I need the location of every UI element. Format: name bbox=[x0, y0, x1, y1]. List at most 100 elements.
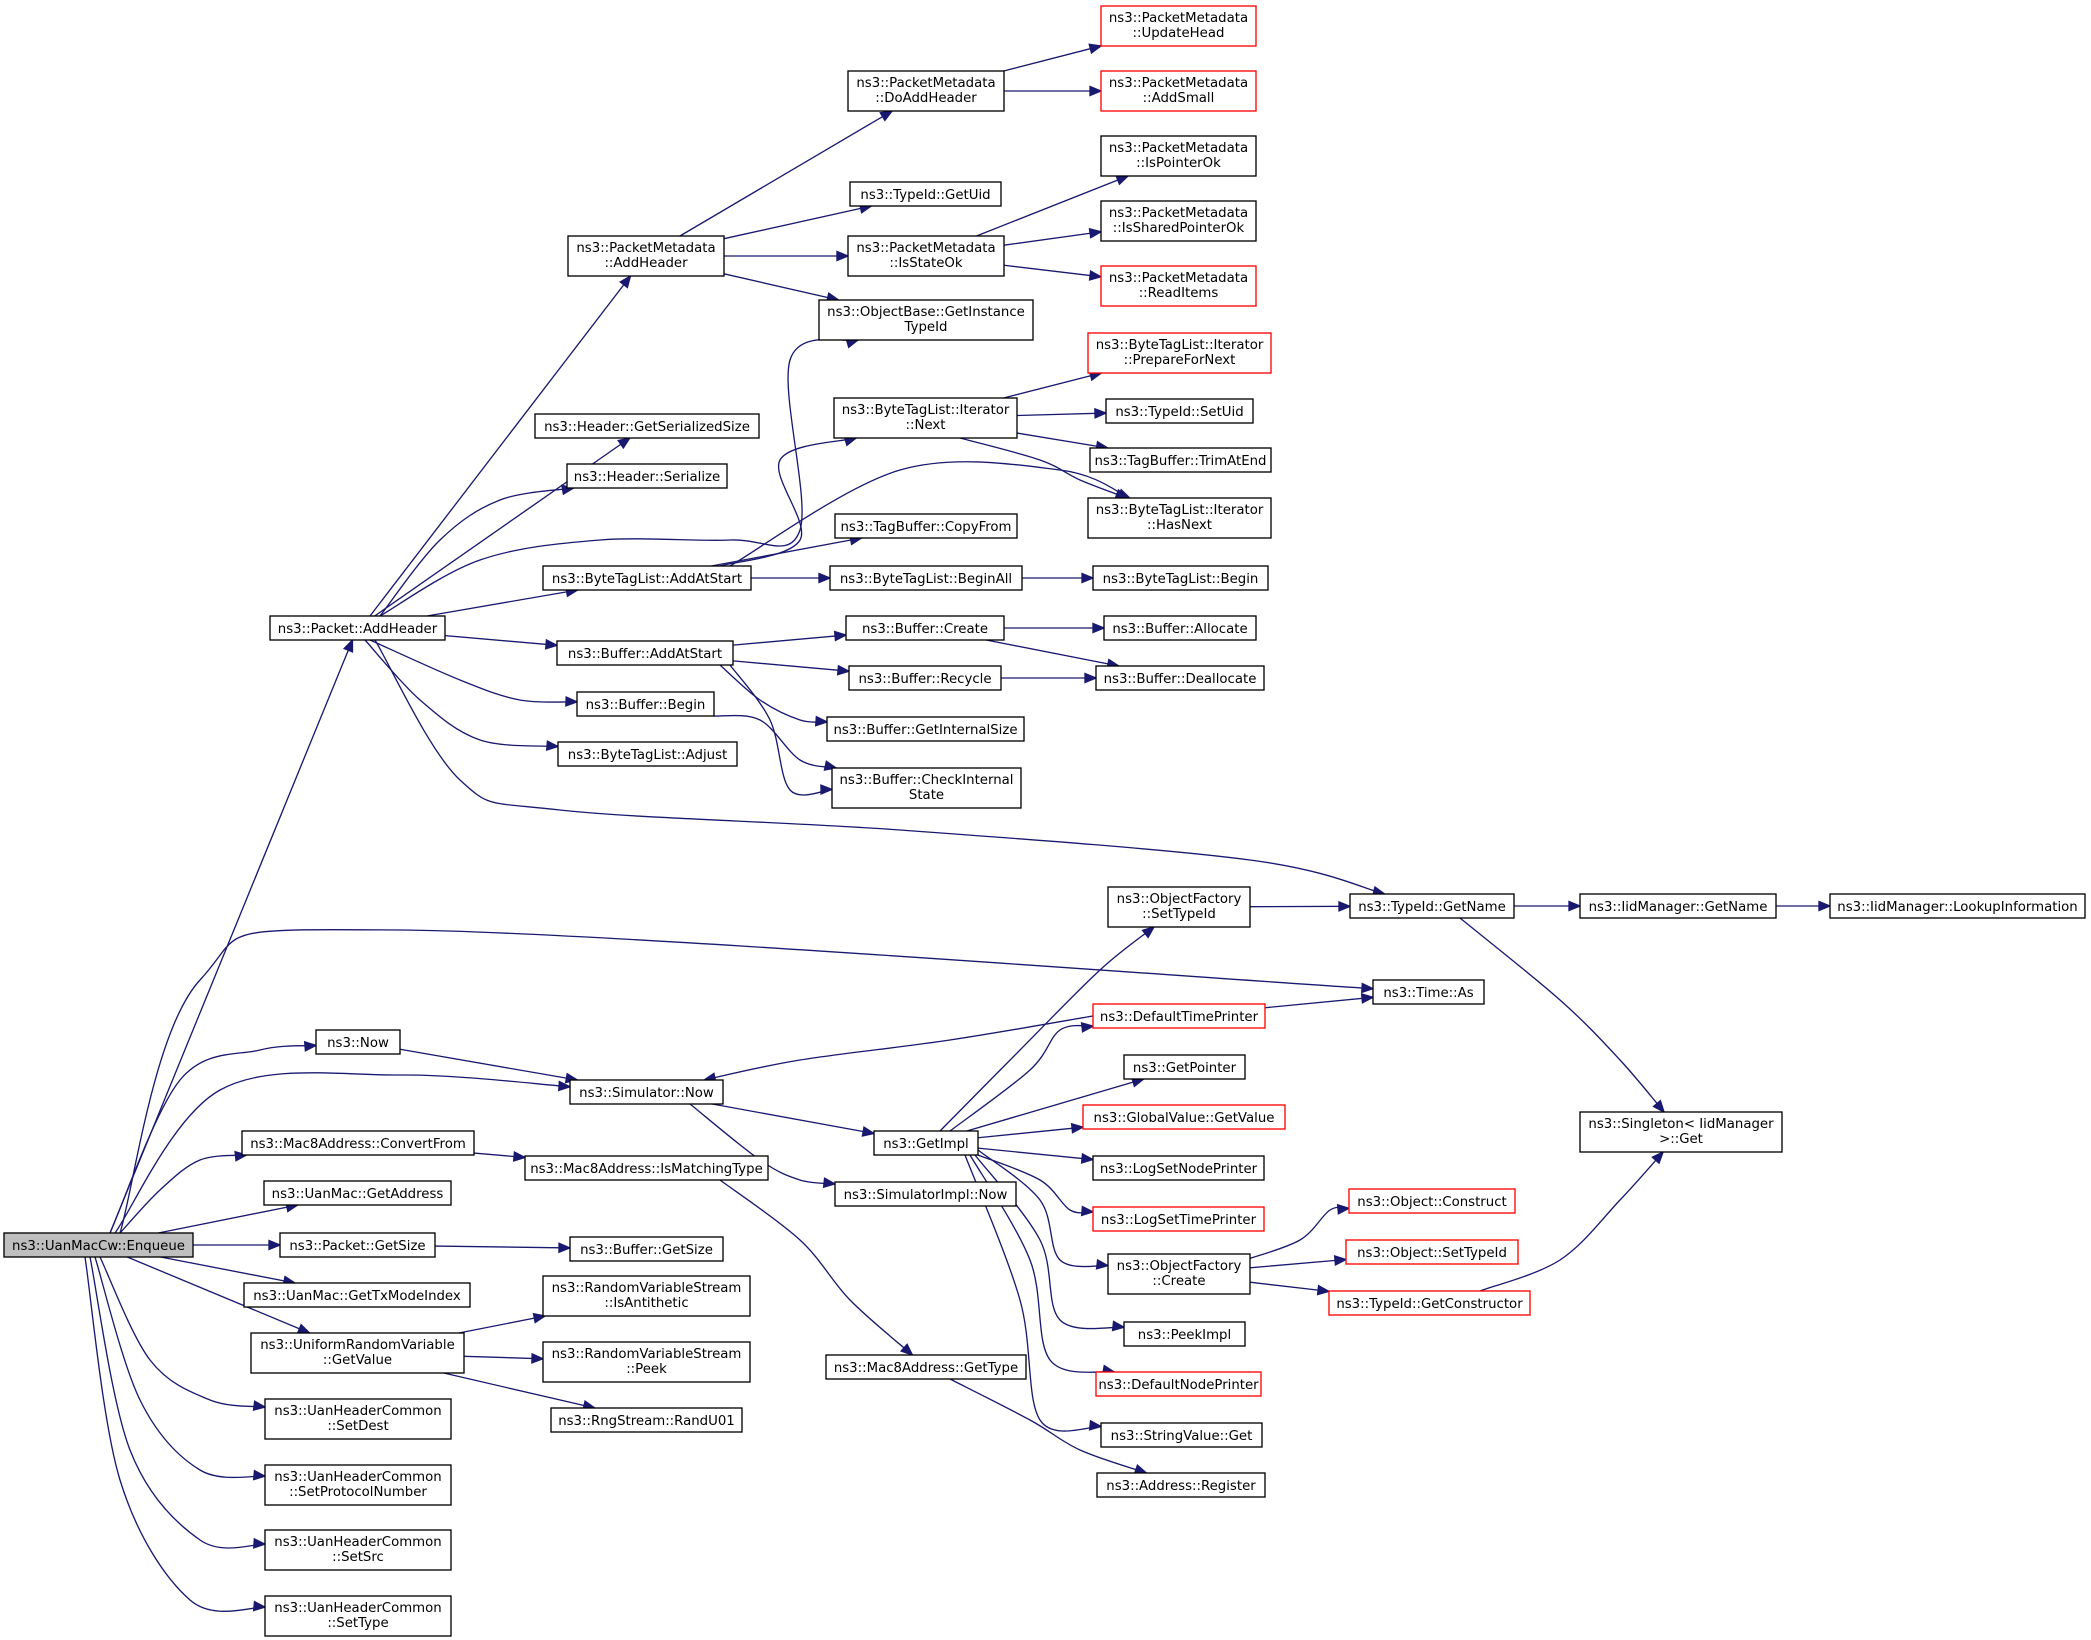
node-label: ns3::Header::Serialize bbox=[574, 470, 720, 485]
node-btl-beginall[interactable]: ns3::ByteTagList::BeginAll bbox=[829, 565, 1023, 591]
node-uanmac-gettxmodeindex[interactable]: ns3::UanMac::GetTxModeIndex bbox=[243, 1282, 471, 1308]
node-pm-isstateok[interactable]: ns3::PacketMetadata::IsStateOk bbox=[847, 235, 1005, 277]
node-btli-next[interactable]: ns3::ByteTagList::Iterator::Next bbox=[833, 397, 1018, 439]
node-address-register[interactable]: ns3::Address::Register bbox=[1096, 1472, 1266, 1498]
arrow-head bbox=[1360, 992, 1375, 1004]
node-pm-updatehead[interactable]: ns3::PacketMetadata::UpdateHead bbox=[1100, 5, 1257, 47]
node-typeid-getname[interactable]: ns3::TypeId::GetName bbox=[1349, 893, 1515, 919]
node-box bbox=[279, 1232, 436, 1258]
node-typeid-getuid[interactable]: ns3::TypeId::GetUid bbox=[849, 181, 1002, 207]
node-getimpl[interactable]: ns3::GetImpl bbox=[873, 1130, 979, 1156]
node-label: ns3::RandomVariableStream bbox=[552, 1281, 742, 1296]
node-uhc-settype[interactable]: ns3::UanHeaderCommon::SetType bbox=[264, 1595, 452, 1637]
node-time-as[interactable]: ns3::Time::As bbox=[1372, 979, 1485, 1005]
node-box bbox=[1829, 893, 2086, 919]
node-box bbox=[1123, 1054, 1246, 1080]
arrow-head bbox=[1084, 672, 1098, 684]
node-getpointer[interactable]: ns3::GetPointer bbox=[1123, 1054, 1246, 1080]
node-btl-begin[interactable]: ns3::ByteTagList::Begin bbox=[1092, 565, 1269, 591]
node-btl-adjust[interactable]: ns3::ByteTagList::Adjust bbox=[557, 741, 738, 767]
node-singleton-get[interactable]: ns3::Singleton< IidManager >::Get bbox=[1579, 1111, 1783, 1153]
node-label: ns3::Buffer::CheckInternal bbox=[839, 773, 1013, 788]
arrow-head bbox=[1316, 1284, 1331, 1296]
node-header-getserializedsize[interactable]: ns3::Header::GetSerializedSize bbox=[534, 413, 760, 439]
node-iidmanager-getname[interactable]: ns3::IidManager::GetName bbox=[1579, 893, 1777, 919]
arrow-head bbox=[1094, 407, 1108, 419]
node-simulatorimpl-now[interactable]: ns3::SimulatorImpl::Now bbox=[834, 1181, 1017, 1207]
node-mac8-ismatchingtype[interactable]: ns3::Mac8Address::IsMatchingType bbox=[524, 1155, 769, 1181]
arrow-head bbox=[814, 715, 829, 727]
node-pm-ispointerok[interactable]: ns3::PacketMetadata::IsPointerOk bbox=[1100, 135, 1257, 177]
node-pm-addsmall[interactable]: ns3::PacketMetadata::AddSmall bbox=[1100, 70, 1257, 112]
edge-mac8_ismatchingtype-to-mac8_gettype bbox=[719, 1179, 914, 1357]
node-object-construct[interactable]: ns3::Object::Construct bbox=[1348, 1188, 1516, 1214]
node-buffer-begin[interactable]: ns3::Buffer::Begin bbox=[576, 691, 715, 717]
node-buffer-create[interactable]: ns3::Buffer::Create bbox=[845, 615, 1005, 641]
node-mac8-convertfrom[interactable]: ns3::Mac8Address::ConvertFrom bbox=[241, 1130, 475, 1156]
node-pkt-addheader[interactable]: ns3::Packet::AddHeader bbox=[269, 615, 446, 641]
node-label: ::IsStateOk bbox=[889, 256, 962, 271]
edge-pm_isstateok-to-pm_issharedpointerok bbox=[1003, 227, 1103, 246]
node-buffer-deallocate[interactable]: ns3::Buffer::Deallocate bbox=[1095, 665, 1265, 691]
node-defaultnodeprinter[interactable]: ns3::DefaultNodePrinter bbox=[1095, 1371, 1262, 1397]
node-pm-doaddheader[interactable]: ns3::PacketMetadata::DoAddHeader bbox=[847, 70, 1005, 112]
node-stringvalue-get[interactable]: ns3::StringValue::Get bbox=[1100, 1422, 1263, 1448]
node-typeid-getconstructor[interactable]: ns3::TypeId::GetConstructor bbox=[1328, 1290, 1531, 1316]
node-globalvalue-getvalue[interactable]: ns3::GlobalValue::GetValue bbox=[1082, 1104, 1286, 1130]
node-label: ns3::UanHeaderCommon bbox=[274, 1601, 441, 1616]
node-of-settypeid[interactable]: ns3::ObjectFactory::SetTypeId bbox=[1107, 886, 1251, 928]
node-pm-readitems[interactable]: ns3::PacketMetadata::ReadItems bbox=[1100, 265, 1257, 307]
node-buffer-recycle[interactable]: ns3::Buffer::Recycle bbox=[848, 665, 1002, 691]
arrow-head bbox=[557, 1080, 572, 1092]
node-packet-getsize[interactable]: ns3::Packet::GetSize bbox=[279, 1232, 436, 1258]
node-btl-addatstart[interactable]: ns3::ByteTagList::AddAtStart bbox=[542, 565, 752, 591]
node-label: ns3::PacketMetadata bbox=[1109, 271, 1248, 286]
node-label: ::DoAddHeader bbox=[875, 91, 977, 106]
node-rngstream-randu01[interactable]: ns3::RngStream::RandU01 bbox=[550, 1407, 743, 1433]
node-logsetnodeprinter[interactable]: ns3::LogSetNodePrinter bbox=[1092, 1155, 1265, 1181]
node-logsettimeprinter[interactable]: ns3::LogSetTimePrinter bbox=[1092, 1206, 1265, 1232]
node-object-settypeid[interactable]: ns3::Object::SetTypeId bbox=[1345, 1239, 1519, 1265]
node-buffer-allocate[interactable]: ns3::Buffer::Allocate bbox=[1103, 615, 1257, 641]
node-box bbox=[1095, 1371, 1262, 1397]
node-rvs-isantithetic[interactable]: ns3::RandomVariableStream::IsAntithetic bbox=[542, 1275, 751, 1317]
node-pm-issharedpointerok[interactable]: ns3::PacketMetadata::IsSharedPointerOk bbox=[1100, 200, 1257, 242]
node-rvs-peek[interactable]: ns3::RandomVariableStream::Peek bbox=[542, 1341, 751, 1383]
node-buffer-getsize[interactable]: ns3::Buffer::GetSize bbox=[569, 1236, 724, 1262]
node-btli-preparefornext[interactable]: ns3::ByteTagList::Iterator::PrepareForNe… bbox=[1087, 332, 1272, 374]
node-pm-addheader[interactable]: ns3::PacketMetadata::AddHeader bbox=[567, 235, 725, 277]
node-iidmanager-lookupinformation[interactable]: ns3::IidManager::LookupInformation bbox=[1829, 893, 2086, 919]
node-box bbox=[1087, 497, 1272, 539]
node-peekimpl[interactable]: ns3::PeekImpl bbox=[1123, 1321, 1246, 1347]
node-box bbox=[1579, 1111, 1783, 1153]
node-uhc-setsrc[interactable]: ns3::UanHeaderCommon::SetSrc bbox=[264, 1529, 452, 1571]
node-header-serialize[interactable]: ns3::Header::Serialize bbox=[566, 463, 728, 489]
node-of-create[interactable]: ns3::ObjectFactory::Create bbox=[1107, 1253, 1251, 1295]
node-box bbox=[241, 1130, 475, 1156]
node-label: ::GetValue bbox=[323, 1353, 392, 1368]
node-label: ns3::DefaultNodePrinter bbox=[1098, 1378, 1259, 1393]
node-label: ns3::Simulator::Now bbox=[579, 1086, 714, 1101]
node-box bbox=[833, 397, 1018, 439]
node-defaulttimeprinter[interactable]: ns3::DefaultTimePrinter bbox=[1092, 1003, 1266, 1029]
node-uhc-setdest[interactable]: ns3::UanHeaderCommon::SetDest bbox=[264, 1398, 452, 1440]
node-now[interactable]: ns3::Now bbox=[315, 1029, 401, 1055]
node-urv-getvalue[interactable]: ns3::UniformRandomVariable::GetValue bbox=[250, 1332, 465, 1374]
node-tagbuffer-copyfrom[interactable]: ns3::TagBuffer::CopyFrom bbox=[834, 513, 1018, 539]
node-simulator-now[interactable]: ns3::Simulator::Now bbox=[569, 1079, 724, 1105]
node-tagbuffer-trimatend[interactable]: ns3::TagBuffer::TrimAtEnd bbox=[1089, 447, 1272, 473]
node-uanmac-getaddress[interactable]: ns3::UanMac::GetAddress bbox=[263, 1180, 452, 1206]
node-buffer-addatstart[interactable]: ns3::Buffer::AddAtStart bbox=[556, 640, 734, 666]
node-mac8-gettype[interactable]: ns3::Mac8Address::GetType bbox=[825, 1354, 1027, 1380]
node-box bbox=[569, 1079, 724, 1105]
node-uhc-setprotocolnumber[interactable]: ns3::UanHeaderCommon::SetProtocolNumber bbox=[264, 1464, 452, 1506]
node-enqueue[interactable]: ns3::UanMacCw::Enqueue bbox=[3, 1232, 194, 1258]
node-buffer-getinternalsize[interactable]: ns3::Buffer::GetInternalSize bbox=[826, 716, 1025, 742]
node-btli-hasnext[interactable]: ns3::ByteTagList::Iterator::HasNext bbox=[1087, 497, 1272, 539]
edge-defaulttimeprinter-to-time_as bbox=[1264, 992, 1375, 1009]
node-box bbox=[831, 767, 1022, 809]
node-box bbox=[1092, 1003, 1266, 1029]
node-typeid-setuid[interactable]: ns3::TypeId::SetUid bbox=[1105, 398, 1254, 424]
